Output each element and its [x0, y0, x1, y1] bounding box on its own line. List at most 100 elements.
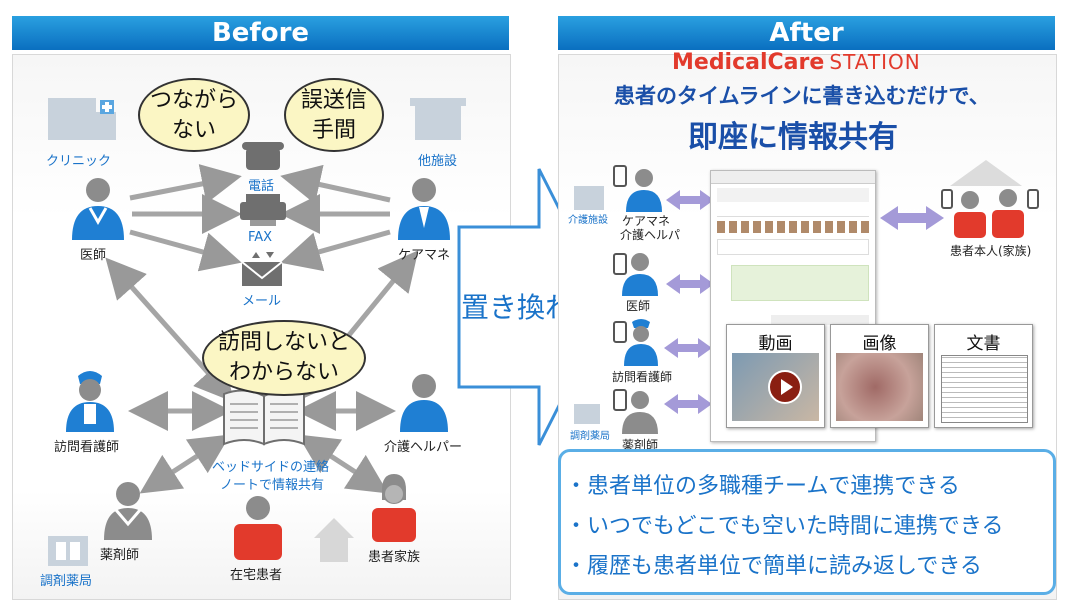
label-clinic: クリニック [46, 154, 112, 169]
brand-light: STATION [829, 50, 921, 74]
label-care-helper: 介護ヘルパ [620, 228, 681, 242]
document-card: 文書 [934, 324, 1033, 428]
patient-icon [954, 191, 986, 238]
label-pharmacy: 調剤薬局 [570, 431, 610, 442]
label-fax: FAX [248, 230, 273, 245]
visiting-nurse-icon [66, 371, 114, 432]
label-patient-family: 患者家族 [368, 550, 421, 565]
play-icon [768, 370, 802, 404]
care-facility-building-icon [574, 186, 604, 210]
doctor-icon [622, 253, 658, 296]
app-message [731, 265, 869, 301]
brand-bold: MedicalCare [672, 50, 825, 75]
after-header: After [558, 16, 1055, 50]
label-doctor: 医師 [626, 299, 651, 313]
label-mail: メール [242, 294, 282, 309]
pharmacist-icon [622, 391, 658, 434]
label-pharmacy: 調剤薬局 [40, 574, 93, 589]
label-visiting-nurse: 訪問看護師 [54, 440, 120, 455]
bubble-line: 手間 [311, 118, 356, 143]
image-thumb [836, 353, 923, 421]
arrow-pharm-note [139, 434, 231, 494]
patient-family-icon [372, 474, 416, 542]
sync-arrow-patient [880, 206, 944, 230]
bubble-must-visit: 訪問しないと わからない [202, 320, 366, 396]
feature-2: ・いつでもどこでも空いた時間に連携できる [565, 514, 1004, 539]
headline-1: 患者のタイムラインに書き込むだけで、 [614, 84, 990, 108]
feature-box: ・患者単位の多職種チームで連携できる ・いつでもどこでも空いた時間に連携できる … [558, 449, 1056, 595]
feature-2-text: いつでもどこでも空いた時間に連携できる [587, 514, 1004, 539]
home-patient-icon [234, 496, 282, 560]
care-manager-icon [398, 178, 450, 240]
arrow-doctor-phone [129, 164, 242, 204]
label-care-facility: 介護施設 [568, 215, 608, 226]
label-care-manager: ケアマネ [622, 214, 671, 228]
label-doctor: 医師 [80, 248, 107, 263]
care-helper-icon [400, 374, 448, 432]
family-phone-icon [1027, 189, 1039, 209]
before-header: Before [12, 16, 509, 50]
feature-3: ・履歴も患者単位で簡単に読み返しできる [565, 554, 982, 579]
video-card: 動画 [726, 324, 825, 428]
video-title: 動画 [758, 334, 793, 354]
image-card: 画像 [830, 324, 929, 428]
sync-arrow-nurse [664, 338, 712, 358]
app-input [717, 239, 869, 255]
bubble-missend: 誤送信 手間 [284, 78, 384, 152]
arrow-phone-caremgr [280, 164, 391, 204]
fax-icon [240, 194, 286, 226]
notebook-icon [223, 389, 305, 446]
sync-arrow-pharmacist [664, 394, 712, 414]
label-home-patient: 在宅患者 [230, 568, 283, 583]
feature-3-text: 履歴も患者単位で簡単に読み返しできる [587, 554, 982, 579]
arrow-doctor-mail [129, 229, 242, 272]
document-title: 文書 [966, 334, 1001, 354]
feature-1-text: 患者単位の多職種チームで連携できる [587, 474, 960, 499]
pharmacy-building-icon [574, 404, 600, 424]
label-visiting-nurse: 訪問看護師 [612, 370, 673, 384]
pharmacist-phone-icon [613, 389, 627, 411]
sync-arrows [664, 190, 944, 414]
bubble-line: つながら [149, 88, 238, 113]
pharmacy-building-icon [48, 536, 88, 566]
patient-phone-icon [941, 189, 953, 209]
bubble-line: 訪問しないと [217, 330, 350, 355]
bubble-no-connection: つながら ない [138, 78, 250, 152]
mail-icon [241, 252, 283, 286]
feature-1: ・患者単位の多職種チームで連携できる [565, 474, 960, 499]
bubble-line: 誤送信 [300, 88, 367, 113]
app-tabs [717, 206, 869, 217]
facility-building-icon [410, 98, 466, 140]
app-patient-row [717, 188, 869, 202]
app-reply [771, 315, 869, 325]
family-icon [992, 189, 1024, 238]
brand-logo: MedicalCare STATION [672, 50, 921, 75]
care-manager-phone-icon [613, 165, 627, 187]
label-pharmacist: 薬剤師 [622, 438, 659, 452]
label-care-helper: 介護ヘルパー [384, 440, 463, 455]
visiting-nurse-icon [624, 319, 658, 366]
arrow-family-note [297, 434, 389, 494]
patient-house-icon [950, 160, 1022, 186]
label-notebook-1: ベッドサイドの連絡 [212, 460, 330, 475]
label-other-facility: 他施設 [418, 154, 458, 169]
label-care-manager: ケアマネ [398, 248, 451, 263]
app-topbar [711, 171, 875, 184]
image-title: 画像 [862, 334, 897, 354]
label-pharmacist: 薬剤師 [100, 548, 140, 563]
bubble-line: わからない [228, 360, 339, 385]
pharmacist-icon [104, 482, 152, 540]
phone-icon [242, 142, 284, 170]
label-patient-self: 患者本人(家族) [950, 244, 1032, 258]
nurse-phone-icon [613, 321, 627, 343]
app-members [717, 221, 869, 233]
bubble-line: ない [171, 118, 216, 143]
care-manager-icon [626, 169, 662, 212]
clinic-building-icon [48, 98, 116, 140]
doctor-phone-icon [613, 253, 627, 275]
sync-arrow-doctor [666, 274, 714, 294]
doctor-icon [72, 178, 124, 240]
sync-arrow-caremgr [666, 190, 714, 210]
